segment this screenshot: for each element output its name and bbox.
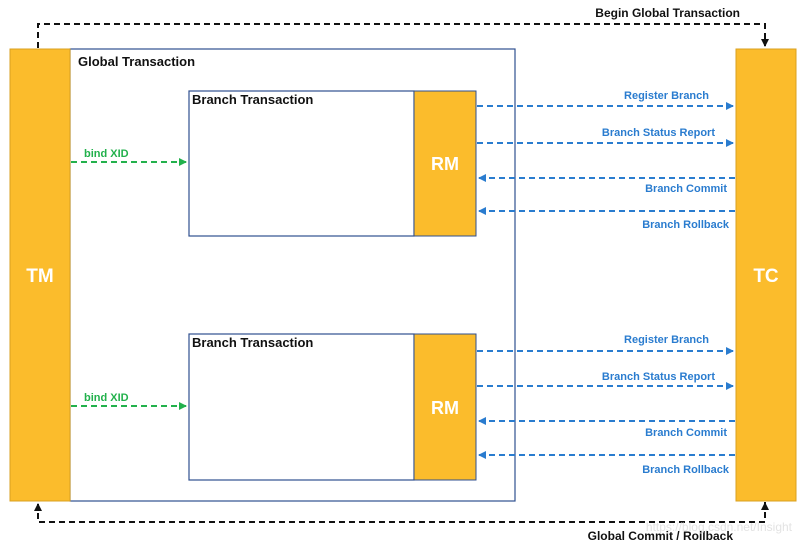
rm-box: [413, 90, 477, 237]
branch-status-report-label: Branch Status Report: [602, 127, 715, 139]
bind-xid-label: bind XID: [84, 392, 129, 404]
tc-label: TC: [753, 266, 779, 287]
branch-status-report-label: Branch Status Report: [602, 371, 715, 383]
register-branch-label: Register Branch: [624, 334, 709, 346]
branch-rollback-label: Branch Rollback: [642, 464, 730, 476]
branch-group-1: Branch Transaction RM bind XID Register …: [71, 90, 735, 237]
tc-box: [735, 48, 797, 502]
branch-transaction-box: [188, 333, 415, 481]
rm-label: RM: [431, 398, 459, 418]
branch-commit-label: Branch Commit: [645, 427, 727, 439]
branch-transaction-title: Branch Transaction: [192, 335, 313, 350]
begin-global-transaction-arrow: [37, 23, 769, 48]
register-branch-label: Register Branch: [624, 90, 709, 102]
tm-box: [9, 48, 71, 502]
global-transaction-title: Global Transaction: [78, 54, 195, 69]
global-commit-rollback-arrow: [34, 502, 766, 523]
branch-transaction-box: [188, 90, 415, 237]
watermark: https://blog.csdn.net/Insight: [646, 520, 793, 534]
begin-global-transaction-label: Begin Global Transaction: [595, 6, 740, 20]
tm-label: TM: [26, 266, 53, 287]
bind-xid-label: bind XID: [84, 148, 129, 160]
global-commit-rollback-label: Global Commit / Rollback: [588, 529, 734, 543]
branch-rollback-label: Branch Rollback: [642, 219, 730, 231]
rm-box: [413, 333, 477, 481]
branch-commit-label: Branch Commit: [645, 183, 727, 195]
rm-label: RM: [431, 154, 459, 174]
branch-group-2: Branch Transaction RM bind XID Register …: [71, 333, 735, 481]
branch-transaction-title: Branch Transaction: [192, 92, 313, 107]
